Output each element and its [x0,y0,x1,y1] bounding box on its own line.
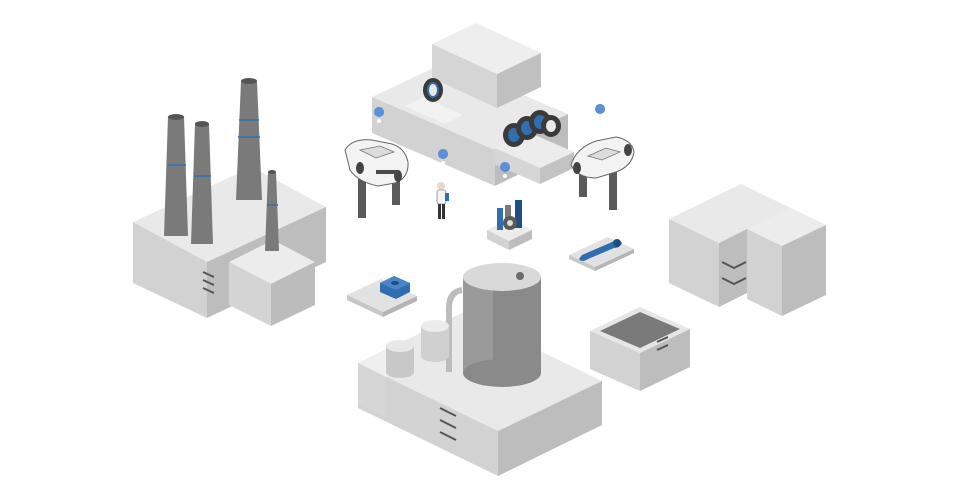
car-on-lift-icon [344,139,409,218]
factory-with-smokestacks-icon [133,78,326,326]
car-on-lift-icon [570,136,635,210]
tire-icon [423,78,443,102]
smokestack-3 [236,78,262,200]
wrench-icon [569,237,634,271]
engine-part-icon [487,200,532,250]
gear-part-icon [347,276,417,317]
smokestack-2 [191,121,213,244]
location-pin-icon [595,104,606,127]
warehouse-block-icon [669,184,826,316]
vent-slots [439,407,457,441]
open-container-icon [590,307,690,391]
mechanic-person-icon [436,182,449,219]
storage-tank-plant-icon [358,263,602,476]
location-pin-icon [374,107,385,130]
smokestack-4 [265,170,279,251]
stacked-tires-icon [503,110,561,147]
tire-warehouse-icon [372,23,574,186]
location-pin-icon [438,149,449,172]
location-pin-icon [500,162,511,185]
vent-slots [202,271,215,294]
smokestack-1 [164,114,188,236]
